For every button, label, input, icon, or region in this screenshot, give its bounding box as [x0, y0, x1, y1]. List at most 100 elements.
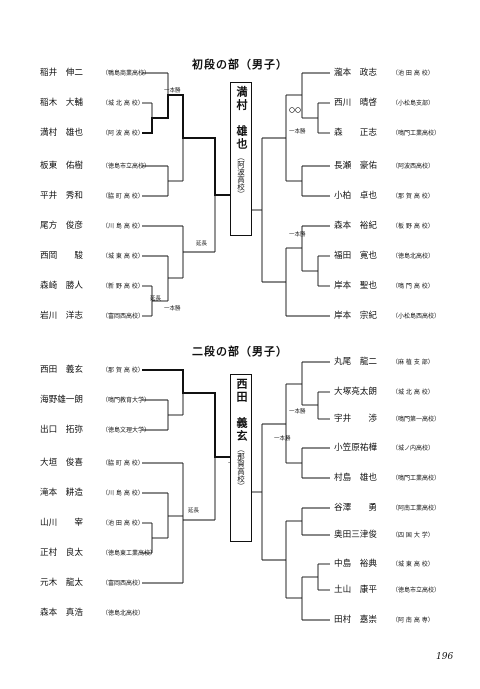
entrant-school: （徳島東工業高校）	[102, 550, 157, 557]
entrant-name: 岸本 宗紀	[334, 311, 377, 321]
entrant-name: 森崎 勝人	[40, 281, 83, 291]
entrant: 岩川 洋志 （富岡西高校）	[40, 311, 144, 322]
entrant-name: 田村 嘉崇	[334, 615, 377, 625]
entrant: 西川 晴啓 （小松島支部）	[334, 98, 434, 109]
entrant-school: （麻 植 支 部）	[392, 359, 434, 366]
champion-school-1: （阿波高校）	[236, 153, 246, 198]
svg-text:延長: 延長	[150, 294, 162, 302]
entrant-school: （城 北 高 校）	[392, 389, 434, 396]
entrant: 田村 嘉崇 （阿 南 高 専）	[334, 615, 434, 626]
entrant: 森本 裕紀（板 野 高 校）	[334, 221, 434, 232]
entrant-school: （阿 南 高 専）	[392, 617, 434, 624]
entrant: 長瀬 豪佑 （阿波西高校）	[334, 161, 434, 172]
entrant-school: （四 国 大 学）	[392, 532, 434, 539]
entrant-name: 小笠原祐樺	[334, 443, 377, 453]
entrant-name: 森 正志	[334, 128, 377, 138]
entrant-school: （鳴門工業高校）	[392, 475, 441, 482]
entrant: 瀧本 政志（池 田 高 校）	[334, 68, 434, 79]
entrant: 宇井 渉（鳴門第一高校）	[334, 414, 440, 425]
entrant: 出口 拓弥 （徳島文理大学）	[40, 425, 150, 436]
entrant-name: 奥田三津俊	[334, 530, 377, 540]
entrant-school: （池 田 高 校）	[102, 520, 144, 527]
entrant-school: （徳島市立高校）	[102, 163, 151, 170]
champion-name-2: 西田 義玄	[235, 378, 248, 443]
entrant-school: （徳島北高校）	[392, 253, 435, 260]
entrant: 大垣 俊喜 （脇 町 高 校）	[40, 458, 144, 469]
entrant: 元木 龍太（富岡西高校）	[40, 578, 144, 589]
entrant-name: 岩川 洋志	[40, 311, 83, 321]
champion-school-2: （那賀高校）	[236, 445, 246, 490]
entrant-school: （小松島支部）	[392, 100, 435, 107]
entrant-school: （富岡西高校）	[102, 313, 145, 320]
entrant-name: 丸尾 龍二	[334, 357, 377, 367]
entrant: 奥田三津俊 （四 国 大 学）	[334, 530, 434, 541]
entrant-school: （徳島文理大学）	[102, 427, 151, 434]
note-ippon: 一本勝	[164, 86, 181, 94]
entrant: 稲井 伸二（鴨島商業高校）	[40, 68, 150, 79]
entrant-name: 岸本 聖也	[334, 281, 377, 291]
entrant-name: 西田 義玄	[40, 365, 83, 375]
entrant-name: 土山 康平	[334, 585, 377, 595]
entrant-name: 中島 裕典	[334, 559, 377, 569]
entrant-name: 山川 宰	[40, 518, 83, 528]
entrant: 正村 良太 （徳島東工業高校）	[40, 548, 156, 559]
entrant: 谷澤 勇（阿南工業高校）	[334, 503, 440, 514]
entrant: 山川 宰 （池 田 高 校）	[40, 518, 144, 529]
entrant-school: （鴨島商業高校）	[102, 70, 151, 77]
entrant-school: （鳴門第一高校）	[392, 416, 441, 423]
entrant-school: （脇 町 高 校）	[102, 193, 144, 200]
entrant-name: 福田 寛也	[334, 251, 377, 261]
svg-text:延長: 延長	[196, 239, 208, 247]
entrant-name: 西岡 駿	[40, 251, 83, 261]
entrant-name: 森本 裕紀	[334, 221, 377, 231]
section1-title: 初段の部（男子）	[192, 58, 288, 71]
entrant-name: 大垣 俊喜	[40, 458, 83, 468]
entrant-name: 長瀬 豪佑	[334, 161, 377, 171]
entrant: 滝本 耕造 （川 島 高 校）	[40, 488, 144, 499]
entrant: 土山 康平（徳島市立高校）	[334, 585, 440, 596]
entrant: 尾方 俊彦（川 島 高 校）	[40, 221, 144, 232]
entrant-school: （阿 波 高 校）	[102, 130, 144, 137]
entrant-name: 森本 真浩	[40, 608, 83, 618]
entrant-name: 瀧本 政志	[334, 68, 377, 78]
entrant: 稲木 大輔（城 北 高 校）	[40, 98, 144, 109]
entrant-school: （脇 町 高 校）	[102, 460, 144, 467]
entrant-name: 満村 雄也	[40, 128, 83, 138]
entrant-name: 西川 晴啓	[334, 98, 377, 108]
entrant: 西田 義玄（那 賀 高 校）	[40, 365, 144, 376]
entrant-school: （新 野 高 校）	[102, 283, 144, 290]
entrant-school: （城ノ内高校）	[392, 445, 435, 452]
entrant-name: 正村 良太	[40, 548, 83, 558]
svg-text:一本勝: 一本勝	[289, 230, 306, 238]
entrant: 板東 佑樹（徳島市立高校）	[40, 161, 150, 172]
entrant-name: 滝本 耕造	[40, 488, 83, 498]
entrant-school: （阿波西高校）	[392, 163, 435, 170]
entrant-school: （鳴門教育大学）	[102, 397, 151, 404]
entrant-school: （徳島北高校）	[102, 610, 145, 617]
entrant-school: （鳴 門 高 校）	[392, 283, 434, 290]
entrant-school: （城 東 高 校）	[102, 253, 144, 260]
svg-text:一本勝: 一本勝	[164, 304, 181, 312]
entrant-name: 平井 秀和	[40, 191, 83, 201]
svg-text:一本勝: 一本勝	[289, 407, 306, 415]
champion-box-1: 満村 雄也 （阿波高校）	[230, 82, 252, 236]
entrant-school: （川 島 高 校）	[102, 490, 144, 497]
entrant: 小柏 卓也 （那 賀 高 校）	[334, 191, 434, 202]
entrant: 岸本 聖也 （鳴 門 高 校）	[334, 281, 434, 292]
entrant-school: （小松島西高校）	[392, 313, 441, 320]
entrant-name: 出口 拓弥	[40, 425, 83, 435]
svg-text:一本勝: 一本勝	[274, 434, 291, 442]
entrant-name: 海野雄一朗	[40, 395, 83, 405]
entrant-school: （鳴門工業高校）	[392, 130, 441, 137]
entrant-name: 小柏 卓也	[334, 191, 377, 201]
entrant: 森 正志 （鳴門工業高校）	[334, 128, 440, 139]
entrant-school: （那 賀 高 校）	[392, 193, 434, 200]
entrant: 福田 寛也 （徳島北高校）	[334, 251, 434, 262]
entrant: 森崎 勝人 （新 野 高 校）	[40, 281, 144, 292]
entrant-school: （城 東 高 校）	[392, 561, 434, 568]
entrant: 西岡 駿 （城 東 高 校）	[40, 251, 144, 262]
entrant: 大塚亮太朗（城 北 高 校）	[334, 387, 434, 398]
entrant-name: 村島 雄也	[334, 473, 377, 483]
entrant-school: （富岡西高校）	[102, 580, 145, 587]
